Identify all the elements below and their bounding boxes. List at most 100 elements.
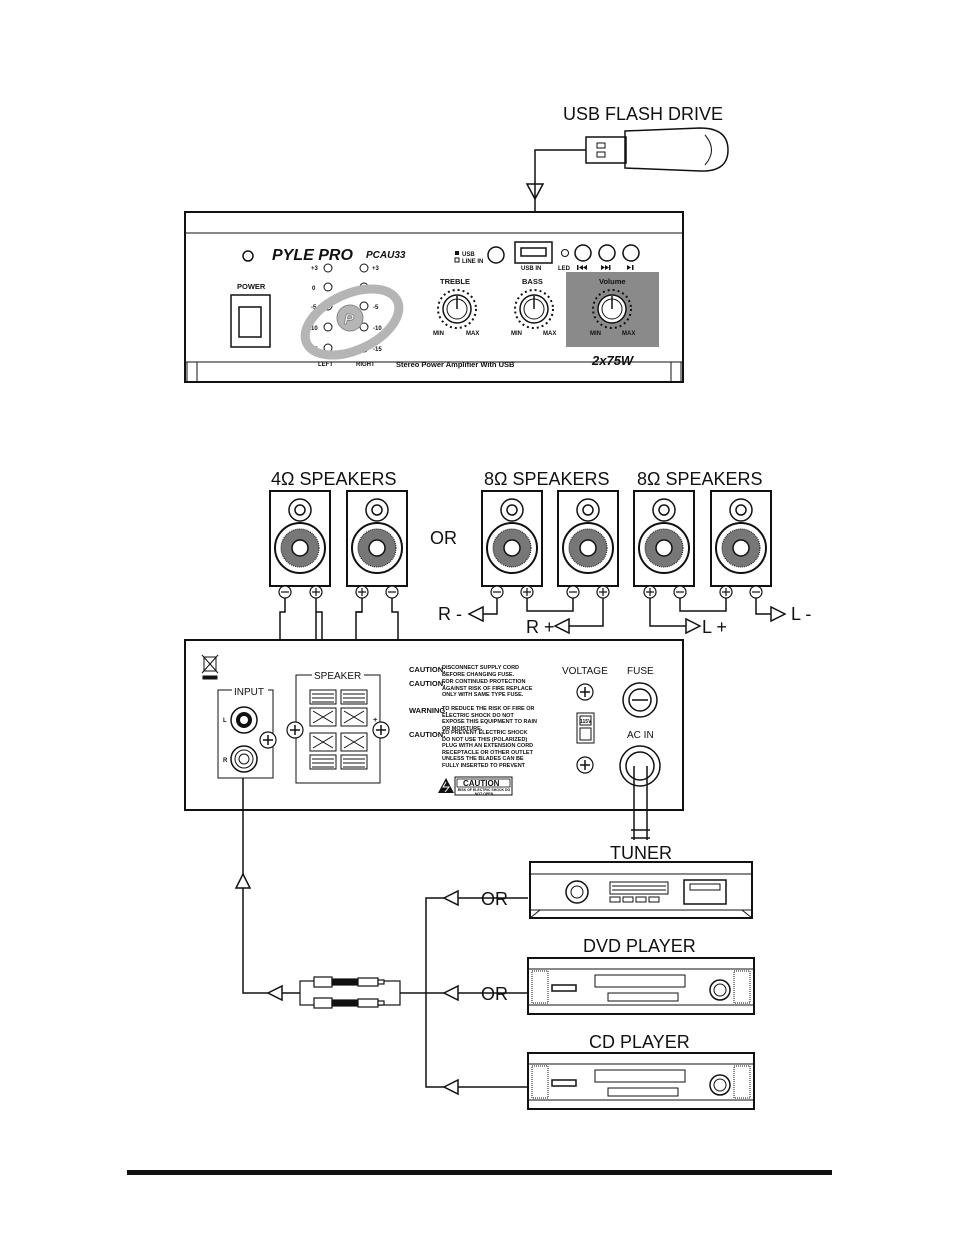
svg-text:+: + bbox=[373, 715, 378, 724]
speaker-8ohm-b bbox=[557, 490, 619, 587]
usb-arrow-icon bbox=[525, 183, 545, 201]
voltage-screw-icon bbox=[576, 683, 594, 701]
usb-drive-body bbox=[624, 127, 729, 172]
treble-knob[interactable] bbox=[437, 289, 477, 329]
amplifier-front-panel: PYLE PRO PCAU33 +3 +3 0 0 -5 -5 -10 -10 … bbox=[184, 211, 684, 383]
caution-box-title: CAUTION bbox=[463, 779, 500, 788]
speaker-4ohm-left bbox=[269, 490, 331, 587]
next-track-button[interactable] bbox=[598, 244, 616, 262]
input-l-label: L bbox=[223, 718, 227, 724]
caution-box-subtitle: RISK OF ELECTRIC SHOCK DO NOT OPEN bbox=[457, 788, 511, 796]
terminal-clips[interactable] bbox=[309, 689, 368, 770]
amplifier-rear-panel: INPUT L R SPEAKER + bbox=[184, 639, 684, 811]
led-icon bbox=[323, 263, 333, 273]
wire-arrows bbox=[467, 605, 787, 635]
brand-logo: PYLE PRO bbox=[272, 247, 353, 264]
volume-max-label: MAX bbox=[622, 331, 635, 337]
dvd-player-label: DVD PLAYER bbox=[583, 936, 696, 956]
weee-bin-icon bbox=[201, 654, 219, 680]
l-minus-label: L - bbox=[791, 604, 811, 624]
8ohm-wiring bbox=[483, 598, 771, 627]
fuse-holder[interactable] bbox=[622, 682, 658, 718]
caution-labels: CAUTION: DISCONNECT SUPPLY CORD BEFORE C… bbox=[409, 665, 537, 768]
fuse-label: FUSE bbox=[627, 666, 654, 677]
volume-knob[interactable] bbox=[592, 289, 632, 329]
level-label: -5 bbox=[311, 305, 317, 311]
usb-text: USB bbox=[462, 252, 475, 258]
input-label: INPUT bbox=[234, 687, 264, 698]
voltage-screw-bottom-icon bbox=[576, 756, 594, 774]
caution-3-title: CAUTION: bbox=[409, 730, 446, 739]
level-label: -10 bbox=[309, 326, 318, 332]
r-minus-label: R - bbox=[438, 604, 462, 624]
skip-forward-icon bbox=[601, 265, 611, 270]
led-icon bbox=[323, 322, 333, 332]
speaker-8ohm-c bbox=[633, 490, 695, 587]
level-label: -15 bbox=[373, 347, 382, 353]
power-cord bbox=[631, 766, 650, 840]
usb-in-label: USB IN bbox=[521, 266, 541, 272]
footer-rule bbox=[127, 1170, 832, 1175]
bass-knob[interactable] bbox=[514, 289, 554, 329]
caution-2-title: CAUTION: bbox=[409, 679, 446, 688]
cd-player-label: CD PLAYER bbox=[589, 1032, 690, 1052]
pyle-swoosh-logo: P bbox=[300, 284, 404, 360]
usb-drive-plug bbox=[585, 136, 627, 164]
caution-3-text: TO PREVENT ELECTRIC SHOCK DO NOT USE THI… bbox=[442, 730, 534, 768]
usb-flash-drive-label: USB FLASH DRIVE bbox=[563, 104, 723, 124]
led-icon bbox=[323, 282, 333, 292]
model-name: PCAU33 bbox=[366, 250, 406, 261]
or-label: OR bbox=[430, 528, 457, 548]
caution-1-text: DISCONNECT SUPPLY CORD BEFORE CHANGING F… bbox=[442, 665, 520, 678]
input-r-label: R bbox=[223, 758, 228, 764]
source-arrows bbox=[234, 872, 459, 1096]
line-in-text: LINE IN bbox=[462, 259, 483, 265]
speaker-group-2-label: 8Ω SPEAKERS bbox=[484, 469, 610, 489]
panel-subtitle: Stereo Power Amplifier With USB bbox=[396, 360, 515, 369]
level-label: 0 bbox=[312, 286, 316, 292]
power-rating: 2x75W bbox=[591, 353, 635, 368]
ac-in-socket bbox=[619, 745, 661, 787]
skip-back-icon bbox=[577, 265, 587, 270]
play-pause-button[interactable] bbox=[622, 244, 640, 262]
voltage-selector[interactable] bbox=[576, 712, 595, 744]
level-label-right-top: +3 bbox=[372, 266, 380, 272]
speaker-group-1-label: 4Ω SPEAKERS bbox=[271, 469, 397, 489]
speaker-8ohm-d bbox=[710, 490, 772, 587]
rca-cable-icon bbox=[299, 976, 401, 1009]
left-channel-label: LEFT bbox=[318, 362, 333, 368]
speaker-4ohm-right bbox=[346, 490, 408, 587]
svg-text:P: P bbox=[344, 311, 355, 328]
line-in-jack[interactable] bbox=[487, 246, 505, 264]
treble-min-label: MIN bbox=[433, 331, 444, 337]
bass-min-label: MIN bbox=[511, 331, 522, 337]
warning-title: WARNING: bbox=[409, 706, 448, 715]
power-switch[interactable] bbox=[230, 294, 271, 348]
led-icon bbox=[359, 263, 369, 273]
or-label-2: OR bbox=[481, 984, 508, 1004]
cd-player-device bbox=[527, 1052, 755, 1110]
terminal-screw-left-icon bbox=[286, 721, 304, 739]
led-label: LED bbox=[558, 266, 571, 272]
usb-flash-drive: USB FLASH DRIVE bbox=[525, 104, 729, 215]
play-pause-icon bbox=[627, 265, 634, 270]
usb-cable bbox=[534, 149, 586, 215]
status-led-icon bbox=[561, 249, 569, 257]
shock-warning-icon bbox=[438, 778, 454, 793]
rca-jack-right[interactable] bbox=[230, 745, 258, 773]
bass-label: BASS bbox=[522, 277, 543, 286]
front-screw-icon bbox=[242, 250, 254, 262]
tuner-device bbox=[529, 861, 753, 919]
treble-max-label: MAX bbox=[466, 331, 479, 337]
usb-in-port[interactable] bbox=[514, 241, 553, 264]
warning-text: TO REDUCE THE RISK OF FIRE OR ELECTRIC S… bbox=[442, 706, 537, 732]
power-label: POWER bbox=[237, 282, 266, 291]
rca-jack-left[interactable] bbox=[230, 706, 258, 734]
ac-in-label: AC IN bbox=[627, 730, 654, 741]
dvd-player-device bbox=[527, 957, 755, 1015]
prev-track-button[interactable] bbox=[574, 244, 592, 262]
speaker-8ohm-a bbox=[481, 490, 543, 587]
caution-2-text: FOR CONTINUED PROTECTION AGAINST RISK OF… bbox=[442, 679, 533, 698]
r-plus-label: R + bbox=[526, 617, 555, 637]
